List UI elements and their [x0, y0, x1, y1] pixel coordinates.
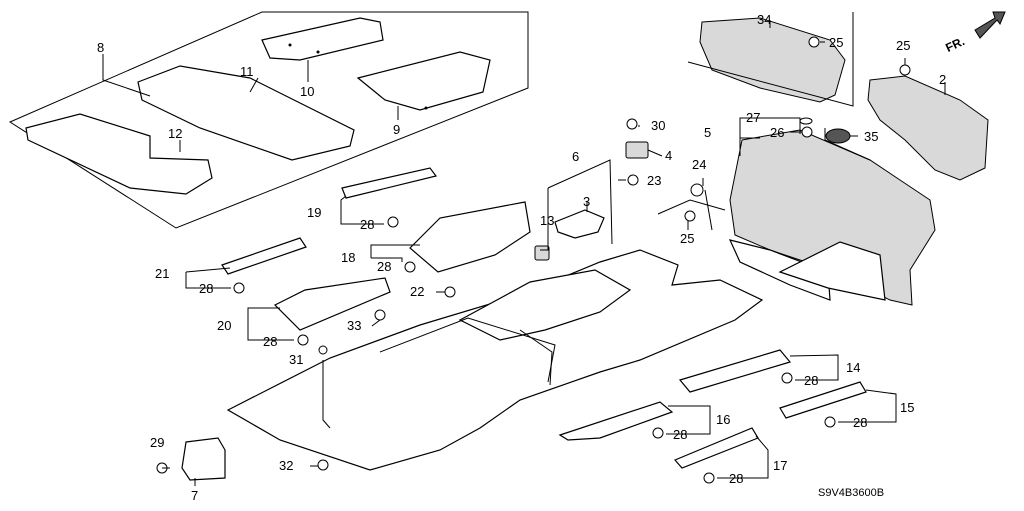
callout-4: 4 [665, 148, 672, 163]
fasteners [156, 36, 911, 484]
callout-23: 23 [647, 173, 661, 188]
direction-arrow-icon [974, 11, 1006, 39]
callout-28-e: 28 [804, 373, 818, 388]
callout-25-b: 25 [829, 35, 843, 50]
floor-mat-group [8, 11, 529, 229]
nut-23 [627, 174, 639, 186]
kick-plate-19 [341, 167, 438, 199]
floor-mat-front-right [261, 17, 384, 61]
bolt-30 [626, 118, 638, 130]
clip-32 [317, 459, 329, 471]
callout-28-g: 28 [673, 427, 687, 442]
callout-5: 5 [704, 125, 711, 140]
nut-25-b [808, 36, 820, 48]
floor-carpet-group [226, 159, 764, 471]
step-garnish-16 [558, 401, 674, 441]
dash-insulator-side [867, 75, 989, 181]
callout-34: 34 [757, 12, 771, 27]
floor-mat-front-left [356, 51, 491, 111]
callout-9: 9 [393, 122, 400, 137]
grommet-35 [825, 128, 851, 144]
step-garnish-14 [678, 349, 792, 393]
callout-13: 13 [540, 213, 554, 228]
callout-11: 11 [240, 64, 254, 79]
leader-lines [102, 20, 946, 486]
firewall-group [704, 117, 936, 306]
kick-plate-20 [273, 277, 391, 331]
callout-28-h: 28 [729, 471, 743, 486]
callout-26: 26 [770, 125, 784, 140]
callout-7: 7 [191, 488, 198, 503]
floor-mat-second-row [137, 65, 355, 161]
floor-mat-third-row [25, 113, 213, 195]
callout-33: 33 [347, 318, 361, 333]
grommet-3 [554, 209, 605, 239]
callout-28-f: 28 [853, 415, 867, 430]
clip-28-d [297, 334, 309, 346]
nut-25-a [684, 210, 696, 222]
firewall-lower-pan [728, 239, 831, 301]
callout-8: 8 [97, 40, 104, 55]
clip-22 [444, 286, 456, 298]
step-garnish-15 [779, 381, 867, 419]
callout-32: 32 [279, 458, 293, 473]
callout-22: 22 [410, 284, 424, 299]
callout-12: 12 [168, 126, 182, 141]
callout-25-c: 25 [896, 38, 910, 53]
callout-18: 18 [341, 250, 355, 265]
callout-15: 15 [900, 400, 914, 415]
bracket-4 [625, 141, 649, 159]
clip-28-h [703, 472, 715, 484]
dash-insulator-group [687, 12, 989, 181]
clip-28-c [233, 282, 245, 294]
bolt-31 [318, 345, 328, 355]
callout-19: 19 [307, 205, 321, 220]
callout-21: 21 [155, 266, 169, 281]
callout-14: 14 [846, 360, 860, 375]
callout-35: 35 [864, 129, 878, 144]
bolt-33 [374, 309, 386, 321]
firewall-foot-well [778, 241, 886, 301]
callout-28-b: 28 [377, 259, 391, 274]
dash-insulator-upper [699, 17, 846, 103]
callout-28-d: 28 [263, 334, 277, 349]
callout-16: 16 [716, 412, 730, 427]
callout-10: 10 [300, 84, 314, 99]
callout-29: 29 [150, 435, 164, 450]
kick-plate-21 [221, 237, 307, 275]
floor-mat-set-outline [8, 11, 529, 229]
direction-label: FR. [943, 34, 966, 55]
kick-plate-18 [409, 201, 531, 273]
callout-2: 2 [939, 72, 946, 87]
floor-carpet-front [458, 269, 632, 341]
callout-28-a: 28 [360, 217, 374, 232]
nut-25-c [899, 64, 911, 76]
front-direction-indicator: FR. [943, 11, 1006, 55]
callout-27: 27 [746, 110, 760, 125]
callout-28-c: 28 [199, 281, 213, 296]
nut-26 [801, 126, 813, 138]
callout-25-a: 25 [680, 231, 694, 246]
callout-labels: 2 3 4 5 6 7 8 9 10 11 12 13 14 15 16 17 … [97, 12, 946, 503]
callout-24: 24 [692, 157, 706, 172]
foot-rest-7 [181, 437, 226, 481]
callout-20: 20 [217, 318, 231, 333]
callout-31: 31 [289, 352, 303, 367]
clip-28-f [824, 416, 836, 428]
clip-28-e [781, 372, 793, 384]
nut-24 [690, 183, 704, 197]
callout-17: 17 [773, 458, 787, 473]
callout-30: 30 [651, 118, 665, 133]
clip-28-a [387, 216, 399, 228]
clip-28-b [404, 261, 416, 273]
callout-6: 6 [572, 149, 579, 164]
diagram-code: S9V4B3600B [818, 487, 884, 499]
clip-13 [534, 245, 550, 261]
callout-3: 3 [583, 194, 590, 209]
grommet-27 [799, 117, 813, 125]
clip-28-g [652, 427, 664, 439]
